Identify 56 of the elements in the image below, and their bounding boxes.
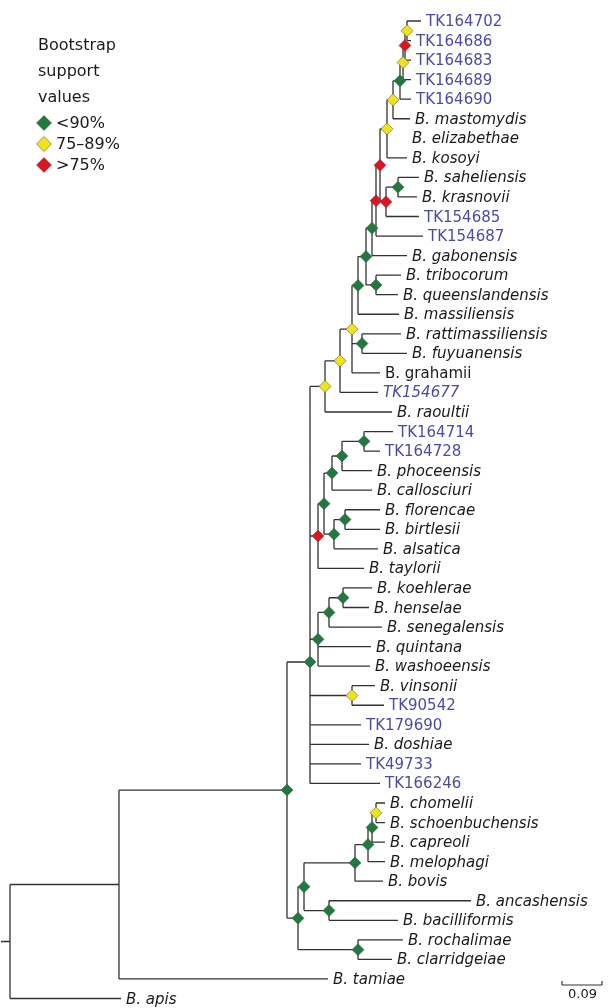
taxon-label: B. ancashensis	[476, 891, 588, 910]
taxon-label: TK166246	[385, 774, 462, 793]
taxon-label: TK49733	[366, 754, 433, 773]
taxon-label: TK164689	[416, 70, 493, 89]
taxon-label: B. rochalimae	[408, 930, 512, 949]
legend-label: <90%	[56, 113, 105, 133]
taxon-label: B. saheliensis	[424, 168, 527, 187]
taxon-label: B. elizabethae	[412, 129, 519, 148]
taxon-label: B. koehlerae	[377, 578, 472, 597]
taxon-label: B. massiliensis	[404, 305, 515, 324]
taxon-label: TK90542	[389, 696, 456, 715]
taxon-label: TK164686	[416, 31, 493, 50]
legend-label: >75%	[56, 155, 105, 175]
taxon-label: B. schoenbuchensis	[390, 813, 539, 832]
taxon-label: B. mastomydis	[415, 109, 527, 128]
taxon-label: B. raoultii	[397, 403, 470, 421]
taxon-label: B. phoceensis	[377, 461, 482, 480]
taxon-label: TK154677	[383, 383, 460, 402]
taxon-label: B. capreoli	[390, 833, 470, 852]
taxon-label: TK179690	[366, 715, 443, 734]
taxon-label: B. rattimassiliensis	[406, 324, 548, 343]
legend-label: 75–89%	[56, 134, 120, 154]
taxon-label: B. clarridgeiae	[397, 950, 506, 969]
taxon-label: B. quintana	[376, 637, 463, 656]
taxon-label: B. senegalensis	[387, 618, 505, 637]
taxon-label: TK164702	[426, 12, 503, 30]
taxon-label: B. birtlesii	[385, 520, 461, 539]
taxon-label: B. chomelii	[390, 794, 474, 812]
taxon-label: B. doshiae	[374, 735, 453, 754]
taxon-label: TK164683	[416, 51, 493, 70]
taxon-label: B. florencae	[385, 500, 476, 519]
taxon-label: B. apis	[126, 989, 177, 1008]
taxon-label: B. henselae	[374, 598, 462, 617]
taxon-label: B. melophagi	[390, 852, 489, 871]
taxon-label: B. bovis	[388, 872, 448, 891]
taxon-label: B. kosoyi	[412, 148, 480, 167]
taxon-label: B. tamiae	[333, 969, 406, 988]
taxon-label: B. tribocorum	[406, 266, 509, 285]
taxon-label: B. queenslandensis	[403, 285, 549, 304]
taxon-label: B. bacilliformis	[403, 911, 514, 930]
taxon-label: B. fuyuanensis	[412, 344, 523, 363]
taxon-label: TK154685	[424, 207, 501, 226]
taxon-label: TK164714	[398, 422, 475, 441]
taxon-label: TK154687	[428, 227, 505, 246]
taxon-label: B. washoeensis	[375, 657, 491, 676]
taxon-label: B. gabonensis	[412, 246, 518, 265]
taxon-label: B. grahamii	[385, 363, 472, 382]
legend-heading: Bootstrap support values	[38, 34, 117, 108]
taxon-label: TK164728	[385, 442, 462, 461]
taxon-label: B. callosciuri	[377, 481, 472, 500]
taxon-label: TK164690	[416, 90, 493, 109]
taxon-label: B. alsatica	[383, 539, 461, 558]
taxon-label: B. vinsonii	[380, 676, 458, 695]
taxon-label: B. krasnovii	[422, 187, 510, 206]
scale-value: 0.09	[568, 986, 597, 1002]
taxon-label: B. taylorii	[369, 559, 441, 578]
